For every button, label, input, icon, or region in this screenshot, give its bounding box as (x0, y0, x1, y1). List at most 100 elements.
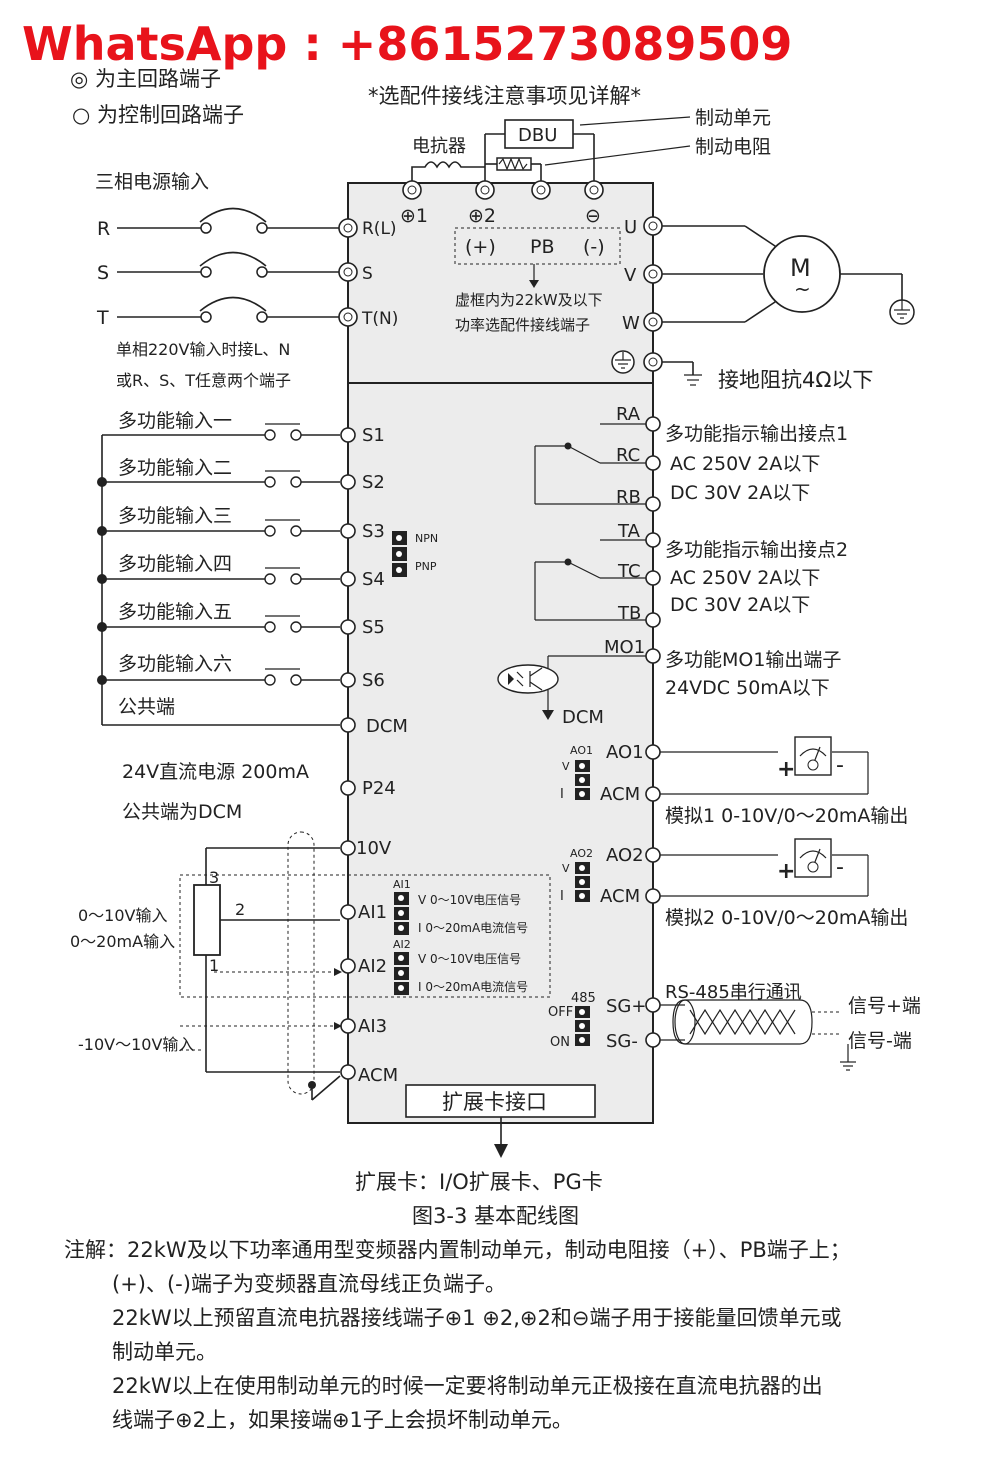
ai1-jumper (394, 892, 409, 935)
brake-unit-label: 制动单元 (695, 107, 771, 129)
terminal-ao1: AO1 (606, 742, 644, 763)
mo1-title: 多功能MO1输出端子 (665, 649, 841, 671)
digital-input-wiring (97, 434, 340, 726)
breaker-t (117, 296, 340, 323)
terminal-pb: PB (530, 236, 555, 258)
terminal-s4: S4 (362, 569, 385, 590)
expansion-port-box (405, 1084, 596, 1118)
ao2-meter-icon: + - (660, 838, 869, 897)
label-pm10v-input: -10V～10V输入 (78, 1035, 194, 1054)
ao1-jumper-v: V (562, 760, 570, 773)
power-24v-note-1: 24V直流电源 200mA (122, 761, 309, 783)
terminal-tc: TC (617, 561, 641, 582)
terminal-p24: P24 (362, 778, 396, 799)
optocoupler-icon (497, 664, 559, 694)
input-label-3: 多功能输入三 (118, 505, 232, 527)
control-terminals-left (340, 427, 356, 1080)
potentiometer-symbol (193, 884, 221, 956)
pot-pin-1: 1 (209, 956, 219, 975)
rs485-off: OFF (548, 1005, 573, 1020)
relay-1-contact (534, 423, 646, 505)
terminal-ai1: AI1 (358, 902, 387, 923)
terminal-sg-minus: SG- (606, 1031, 638, 1052)
rs485-jumper-label: 485 (571, 991, 596, 1006)
terminal-w: W (622, 313, 640, 334)
ground-terminal-icon (611, 350, 635, 374)
rs485-title: RS-485串行通讯 (665, 982, 802, 1003)
terminal-ai3: AI3 (358, 1016, 387, 1037)
ao2-label: 模拟2 0-10V/0～20mA输出 (665, 907, 908, 929)
input-switches (264, 423, 340, 686)
svg-text:+: + (777, 757, 795, 782)
ao1-jumper-i: I (560, 787, 564, 802)
relay-1-spec-1: AC 250V 2A以下 (670, 453, 820, 475)
ai1-i-option: I 0～20mA电流信号 (418, 921, 528, 935)
terminal-s1: S1 (362, 425, 385, 446)
phase-t: T (96, 307, 109, 329)
terminal-ai2: AI2 (358, 956, 387, 977)
pot-pin-2: 2 (235, 900, 245, 919)
dbu-box (504, 119, 574, 149)
relay-1-title: 多功能指示输出接点1 (665, 423, 848, 445)
terminal-s5: S5 (362, 617, 385, 638)
control-circuit-block (347, 382, 654, 1124)
ao2-jumper-i: I (560, 889, 564, 904)
svg-text:-: - (836, 855, 844, 880)
ao2-jumper-label: AO2 (570, 847, 593, 860)
input-label-2: 多功能输入二 (118, 457, 232, 479)
svg-text:+: + (777, 859, 795, 884)
jumper-ai1-label: AI1 (393, 878, 411, 891)
input-label-5: 多功能输入五 (118, 601, 232, 623)
note-line-2: (+)、(-)端子为变频器直流母线正负端子。 (112, 1272, 506, 1296)
dashed-note-1: 虚框内为22kW及以下 (455, 291, 603, 309)
rs485-signal-plus: 信号+端 (848, 995, 921, 1017)
ao2-jumper (575, 862, 590, 902)
expansion-port-label: 扩展卡接口 (442, 1090, 547, 1114)
terminal-n: ⊖ (585, 205, 601, 227)
terminal-v: V (624, 265, 637, 286)
relay-2-spec-1: AC 250V 2A以下 (670, 567, 820, 589)
terminal-acm-1: ACM (600, 784, 640, 805)
relay-2-contact (534, 539, 646, 621)
brake-resistor-label: 制动电阻 (695, 136, 771, 158)
common-label: 公共端 (118, 696, 175, 718)
note-line-6: 线端子⊕2上，如果接端⊕1子上会损坏制动单元。 (112, 1408, 573, 1432)
terminal-ta: TA (617, 521, 641, 542)
mo1-spec: 24VDC 50mA以下 (665, 677, 830, 699)
note-line-5: 22kW以上在使用制动单元的时候一定要将制动单元正极接在直流电抗器的出 (112, 1374, 823, 1398)
power-input-title: 三相电源输入 (95, 171, 209, 193)
terminal-dc-plus: (+) (465, 236, 496, 258)
note-line-3: 22kW以上预留直流电抗器接线端子⊕1 ⊕2,⊕2和⊖端子用于接能量回馈单元或 (112, 1306, 842, 1330)
terminal-rb: RB (616, 487, 641, 508)
terminal-s: S (362, 264, 373, 284)
pnp-label: PNP (415, 560, 437, 573)
ai2-i-option: I 0～20mA电流信号 (418, 980, 528, 994)
figure-caption: 图3-3 基本配线图 (412, 1204, 579, 1228)
terminal-sg-plus: SG+ (606, 996, 646, 1017)
note-line-1: 注解：22kW及以下功率通用型变频器内置制动单元，制动电阻接（+）、PB端子上； (64, 1238, 851, 1262)
terminal-ra: RA (616, 404, 641, 425)
terminal-t: T(N) (361, 309, 398, 329)
relay-2-spec-2: DC 30V 2A以下 (670, 594, 810, 616)
main-circuit-block (347, 182, 654, 384)
ground-note: 接地阻抗4Ω以下 (718, 368, 873, 392)
footnotes: 注解：22kW及以下功率通用型变频器内置制动单元，制动电阻接（+）、PB端子上；… (0, 1233, 1000, 1437)
terminal-s2: S2 (362, 472, 385, 493)
top-terminals (402, 180, 604, 200)
terminal-p2: ⊕2 (468, 205, 496, 227)
svg-text:-: - (836, 753, 844, 778)
watermark: WhatsApp : +8615273089509 (22, 17, 792, 71)
ai2-v-option: V 0～10V电压信号 (418, 952, 521, 966)
phase-r: R (97, 218, 110, 240)
ao1-meter-icon: + - (660, 736, 869, 795)
ao1-label: 模拟1 0-10V/0～20mA输出 (665, 805, 908, 827)
jumper-ai2-label: AI2 (393, 938, 411, 951)
input-label-1: 多功能输入一 (118, 410, 232, 432)
legend-control-circuit: ○ 为控制回路端子 (72, 103, 244, 127)
terminal-p1: ⊕1 (400, 205, 428, 227)
note-line-4: 制动单元。 (112, 1340, 217, 1364)
ai1-v-option: V 0～10V电压信号 (418, 893, 521, 907)
terminal-acm: ACM (358, 1065, 398, 1086)
ai2-jumper (394, 952, 409, 995)
